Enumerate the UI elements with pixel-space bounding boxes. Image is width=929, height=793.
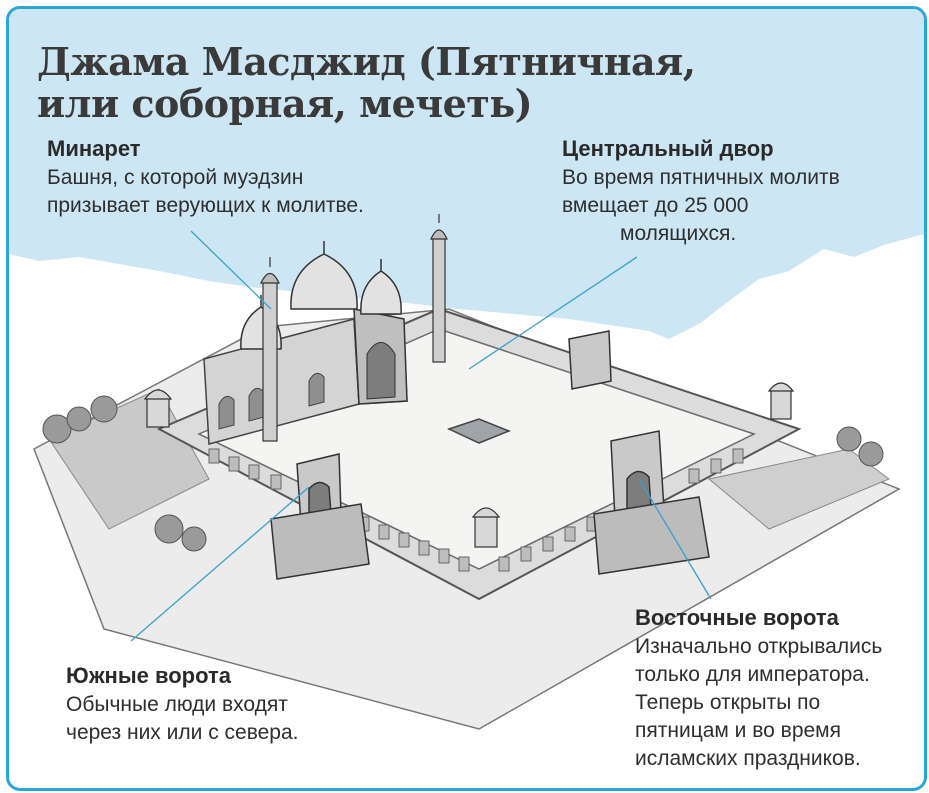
arcade-arches-se xyxy=(498,448,744,572)
callout-minaret: Минарет Башня, с которой муэдзин призыва… xyxy=(47,134,364,220)
minaret-north xyxy=(432,236,446,363)
gates xyxy=(270,330,710,580)
sky-background xyxy=(9,9,924,339)
callout-south-line: через них или с севера. xyxy=(66,721,299,744)
callout-minaret-heading: Минарет xyxy=(47,136,141,161)
garden-east xyxy=(707,448,890,530)
page-title: Джама Масджид (Пятничная, или соборная, … xyxy=(37,39,696,126)
callout-east-gate: Восточные ворота Изначально открывались … xyxy=(635,603,882,773)
callout-court-line: молящихся. xyxy=(620,222,737,245)
leader-lines xyxy=(130,230,712,642)
prayer-hall-arches xyxy=(218,372,325,430)
callout-east-heading: Восточные ворота xyxy=(635,605,839,630)
minarets xyxy=(260,214,448,442)
title-line-1: Джама Масджид (Пятничная, xyxy=(37,39,696,84)
callout-south-gate: Южные ворота Обычные люди входят через н… xyxy=(66,661,299,747)
callout-east-line: Теперь открыты по xyxy=(635,691,821,714)
leader-south xyxy=(130,486,310,642)
callout-minaret-line: Башня, с которой муэдзин xyxy=(47,166,304,189)
leader-east xyxy=(638,478,712,600)
infographic-frame: Джама Масджид (Пятничная, или соборная, … xyxy=(6,6,927,791)
callout-court-line: Во время пятничных молитв xyxy=(562,166,840,189)
leader-court xyxy=(468,256,638,370)
callout-east-line: пятницам и во время xyxy=(635,719,841,742)
callout-east-line: Изначально открывались xyxy=(635,635,883,658)
trees xyxy=(42,395,884,552)
domes xyxy=(240,241,402,350)
mosque-illustration xyxy=(33,214,901,730)
callout-central-court: Центральный двор Во время пятничных моли… xyxy=(562,134,840,248)
callout-south-heading: Южные ворота xyxy=(66,663,231,688)
ablution-tank xyxy=(446,418,512,444)
callout-court-line: вмещает до 25 000 xyxy=(562,194,749,217)
callout-south-line: Обычные люди входят xyxy=(66,693,288,716)
dome-central xyxy=(290,253,358,310)
leader-minaret xyxy=(190,230,272,310)
title-line-2: или соборная, мечеть) xyxy=(37,81,533,126)
north-gate xyxy=(568,330,612,390)
corner-pavilions xyxy=(143,382,795,548)
callout-minaret-line: призывает верующих к молитве. xyxy=(47,194,364,217)
minaret-south xyxy=(262,280,278,442)
callout-court-heading: Центральный двор xyxy=(562,136,774,161)
callout-east-line: только для императора. xyxy=(635,663,870,686)
callout-east-line: исламских праздников. xyxy=(635,747,861,770)
dome-north xyxy=(360,270,402,315)
